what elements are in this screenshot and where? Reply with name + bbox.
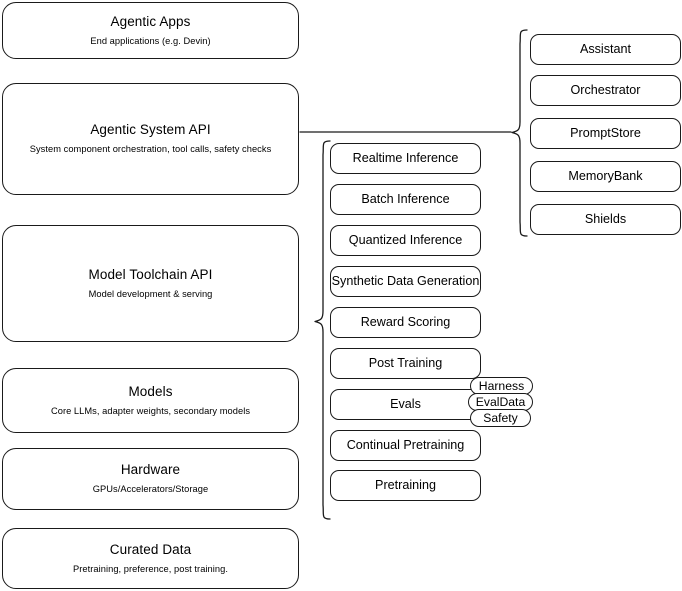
toolchain-node-synthetic-data-generation[interactable]: Synthetic Data Generation (330, 266, 481, 297)
node-label: Pretraining (375, 477, 436, 492)
layer-title: Model Toolchain API (88, 266, 213, 282)
node-label: Quantized Inference (348, 232, 463, 247)
node-label: Batch Inference (361, 191, 450, 206)
toolchain-node-reward-scoring[interactable]: Reward Scoring (330, 307, 481, 338)
layer-subtitle: Model development & serving (88, 288, 213, 299)
toolchain-node-continual-pretraining[interactable]: Continual Pretraining (330, 430, 481, 461)
layer-title: Agentic System API (90, 122, 211, 138)
toolchain-node-realtime-inference[interactable]: Realtime Inference (330, 143, 481, 174)
node-label: PromptStore (570, 125, 641, 140)
node-label: Realtime Inference (352, 150, 459, 165)
layer-agentic-apps[interactable]: Agentic Apps End applications (e.g. Devi… (2, 2, 299, 59)
brace-toolchain-components (314, 140, 331, 520)
node-label: Orchestrator (570, 82, 641, 97)
node-label: Shields (584, 211, 627, 226)
toolchain-node-evals[interactable]: Evals (330, 389, 481, 420)
layer-title: Agentic Apps (110, 13, 191, 29)
layer-model-toolchain-api[interactable]: Model Toolchain API Model development & … (2, 225, 299, 342)
layer-models[interactable]: Models Core LLMs, adapter weights, secon… (2, 368, 299, 433)
node-label: Reward Scoring (360, 314, 451, 329)
system-node-orchestrator[interactable]: Orchestrator (530, 75, 681, 106)
toolchain-node-batch-inference[interactable]: Batch Inference (330, 184, 481, 215)
layer-subtitle: Pretraining, preference, post training. (73, 563, 228, 574)
node-label: Post Training (368, 355, 443, 370)
layer-subtitle: Core LLMs, adapter weights, secondary mo… (50, 405, 251, 416)
layer-subtitle: End applications (e.g. Devin) (90, 35, 211, 46)
system-node-shields[interactable]: Shields (530, 204, 681, 235)
badge-label: Safety (483, 410, 518, 425)
brace-system-components (511, 29, 528, 237)
node-label: Assistant (579, 41, 632, 56)
system-node-assistant[interactable]: Assistant (530, 34, 681, 65)
badge-label: Harness (478, 378, 525, 393)
layer-title: Models (128, 383, 173, 399)
node-label: Continual Pretraining (346, 437, 465, 452)
node-label: MemoryBank (568, 168, 643, 183)
evals-badge-safety[interactable]: Safety (470, 409, 531, 427)
toolchain-node-pretraining[interactable]: Pretraining (330, 470, 481, 501)
layer-subtitle: System component orchestration, tool cal… (29, 144, 272, 155)
toolchain-node-quantized-inference[interactable]: Quantized Inference (330, 225, 481, 256)
badge-label: EvalData (475, 394, 526, 409)
system-node-memorybank[interactable]: MemoryBank (530, 161, 681, 192)
node-label: Synthetic Data Generation (331, 273, 480, 288)
node-label: Evals (390, 396, 421, 411)
layer-title: Curated Data (109, 541, 192, 557)
layer-subtitle: GPUs/Accelerators/Storage (92, 484, 209, 495)
layer-curated-data[interactable]: Curated Data Pretraining, preference, po… (2, 528, 299, 589)
layer-agentic-system-api[interactable]: Agentic System API System component orch… (2, 83, 299, 195)
system-node-promptstore[interactable]: PromptStore (530, 118, 681, 149)
layer-title: Hardware (120, 462, 181, 478)
layer-hardware[interactable]: Hardware GPUs/Accelerators/Storage (2, 448, 299, 510)
toolchain-node-post-training[interactable]: Post Training (330, 348, 481, 379)
